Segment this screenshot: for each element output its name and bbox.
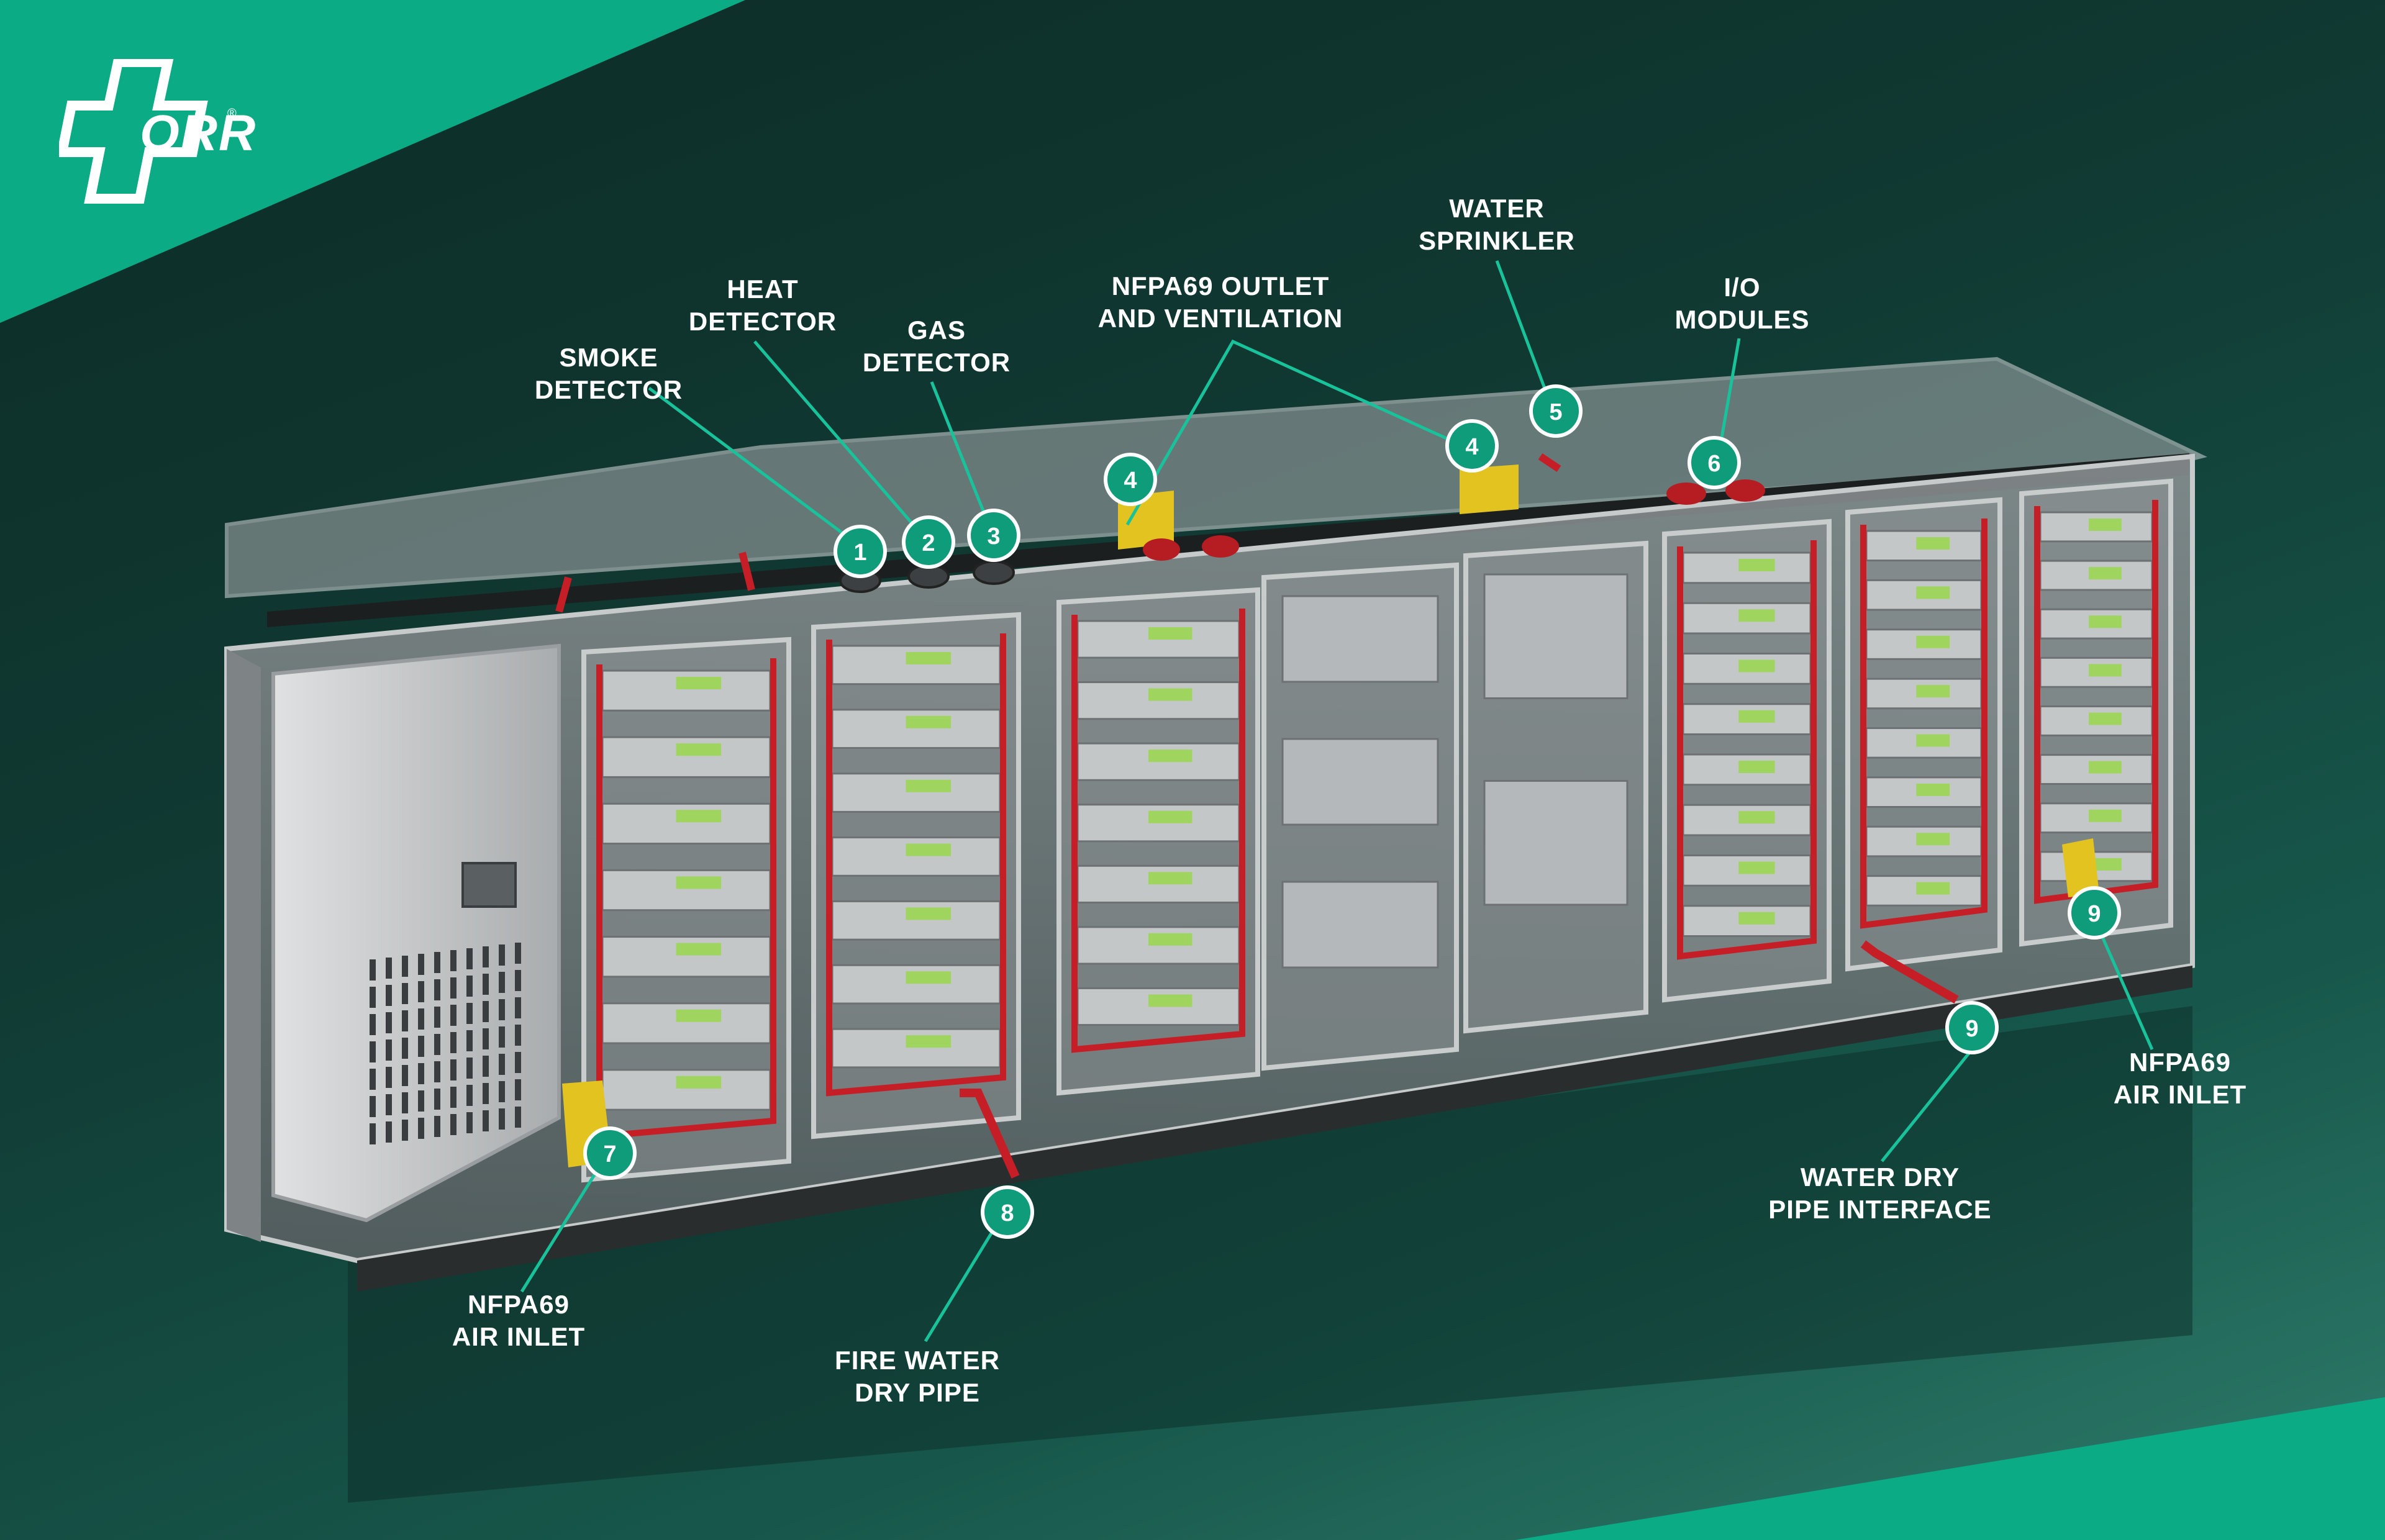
badge-4-right: 4 — [1445, 419, 1499, 473]
badge-9-right: 9 — [2068, 886, 2121, 940]
logo-text: ORR — [140, 105, 257, 161]
badge-3: 3 — [967, 509, 1020, 562]
cabinet-top-surface — [225, 356, 2207, 599]
badge-7: 7 — [583, 1126, 637, 1180]
cabinet-left-side — [227, 649, 261, 1242]
svg-text:9: 9 — [1965, 1016, 1978, 1042]
fire-water-dry-pipe — [960, 1089, 1020, 1179]
ac-grille — [370, 943, 521, 1144]
badge-4-left: 4 — [1104, 453, 1157, 506]
svg-text:8: 8 — [1001, 1200, 1014, 1226]
badge-8: 8 — [981, 1185, 1034, 1239]
ac-control-screen — [461, 862, 517, 908]
badge-9-middle: 9 — [1945, 1001, 1999, 1054]
svg-text:4: 4 — [1465, 434, 1478, 460]
ac-unit-panel — [271, 643, 561, 1223]
water-dry-pipe-interface — [1860, 940, 1959, 1004]
badge-1: 1 — [834, 525, 887, 578]
svg-text:1: 1 — [853, 540, 866, 566]
top-sprinkler-pipe — [555, 453, 1561, 613]
svg-text:2: 2 — [922, 530, 935, 556]
badge-5: 5 — [1529, 384, 1583, 438]
svg-text:3: 3 — [987, 523, 1000, 550]
air-inlet-right-vent — [2062, 838, 2099, 897]
logo-cross-icon — [59, 59, 208, 204]
logo-registered-mark: ® — [227, 107, 237, 120]
io-module-units — [1143, 479, 1765, 561]
svg-text:6: 6 — [1707, 451, 1720, 477]
badge-2: 2 — [902, 515, 955, 569]
battery-racks — [581, 478, 2173, 1183]
vent-outlet-right — [1460, 464, 1519, 514]
svg-text:9: 9 — [2087, 901, 2101, 927]
svg-text:5: 5 — [1549, 399, 1562, 425]
badge-6: 6 — [1688, 436, 1741, 489]
cabinet-base — [357, 966, 2192, 1292]
svg-text:7: 7 — [603, 1141, 616, 1167]
floor-reflection — [348, 1006, 2192, 1503]
svg-text:4: 4 — [1124, 468, 1137, 494]
